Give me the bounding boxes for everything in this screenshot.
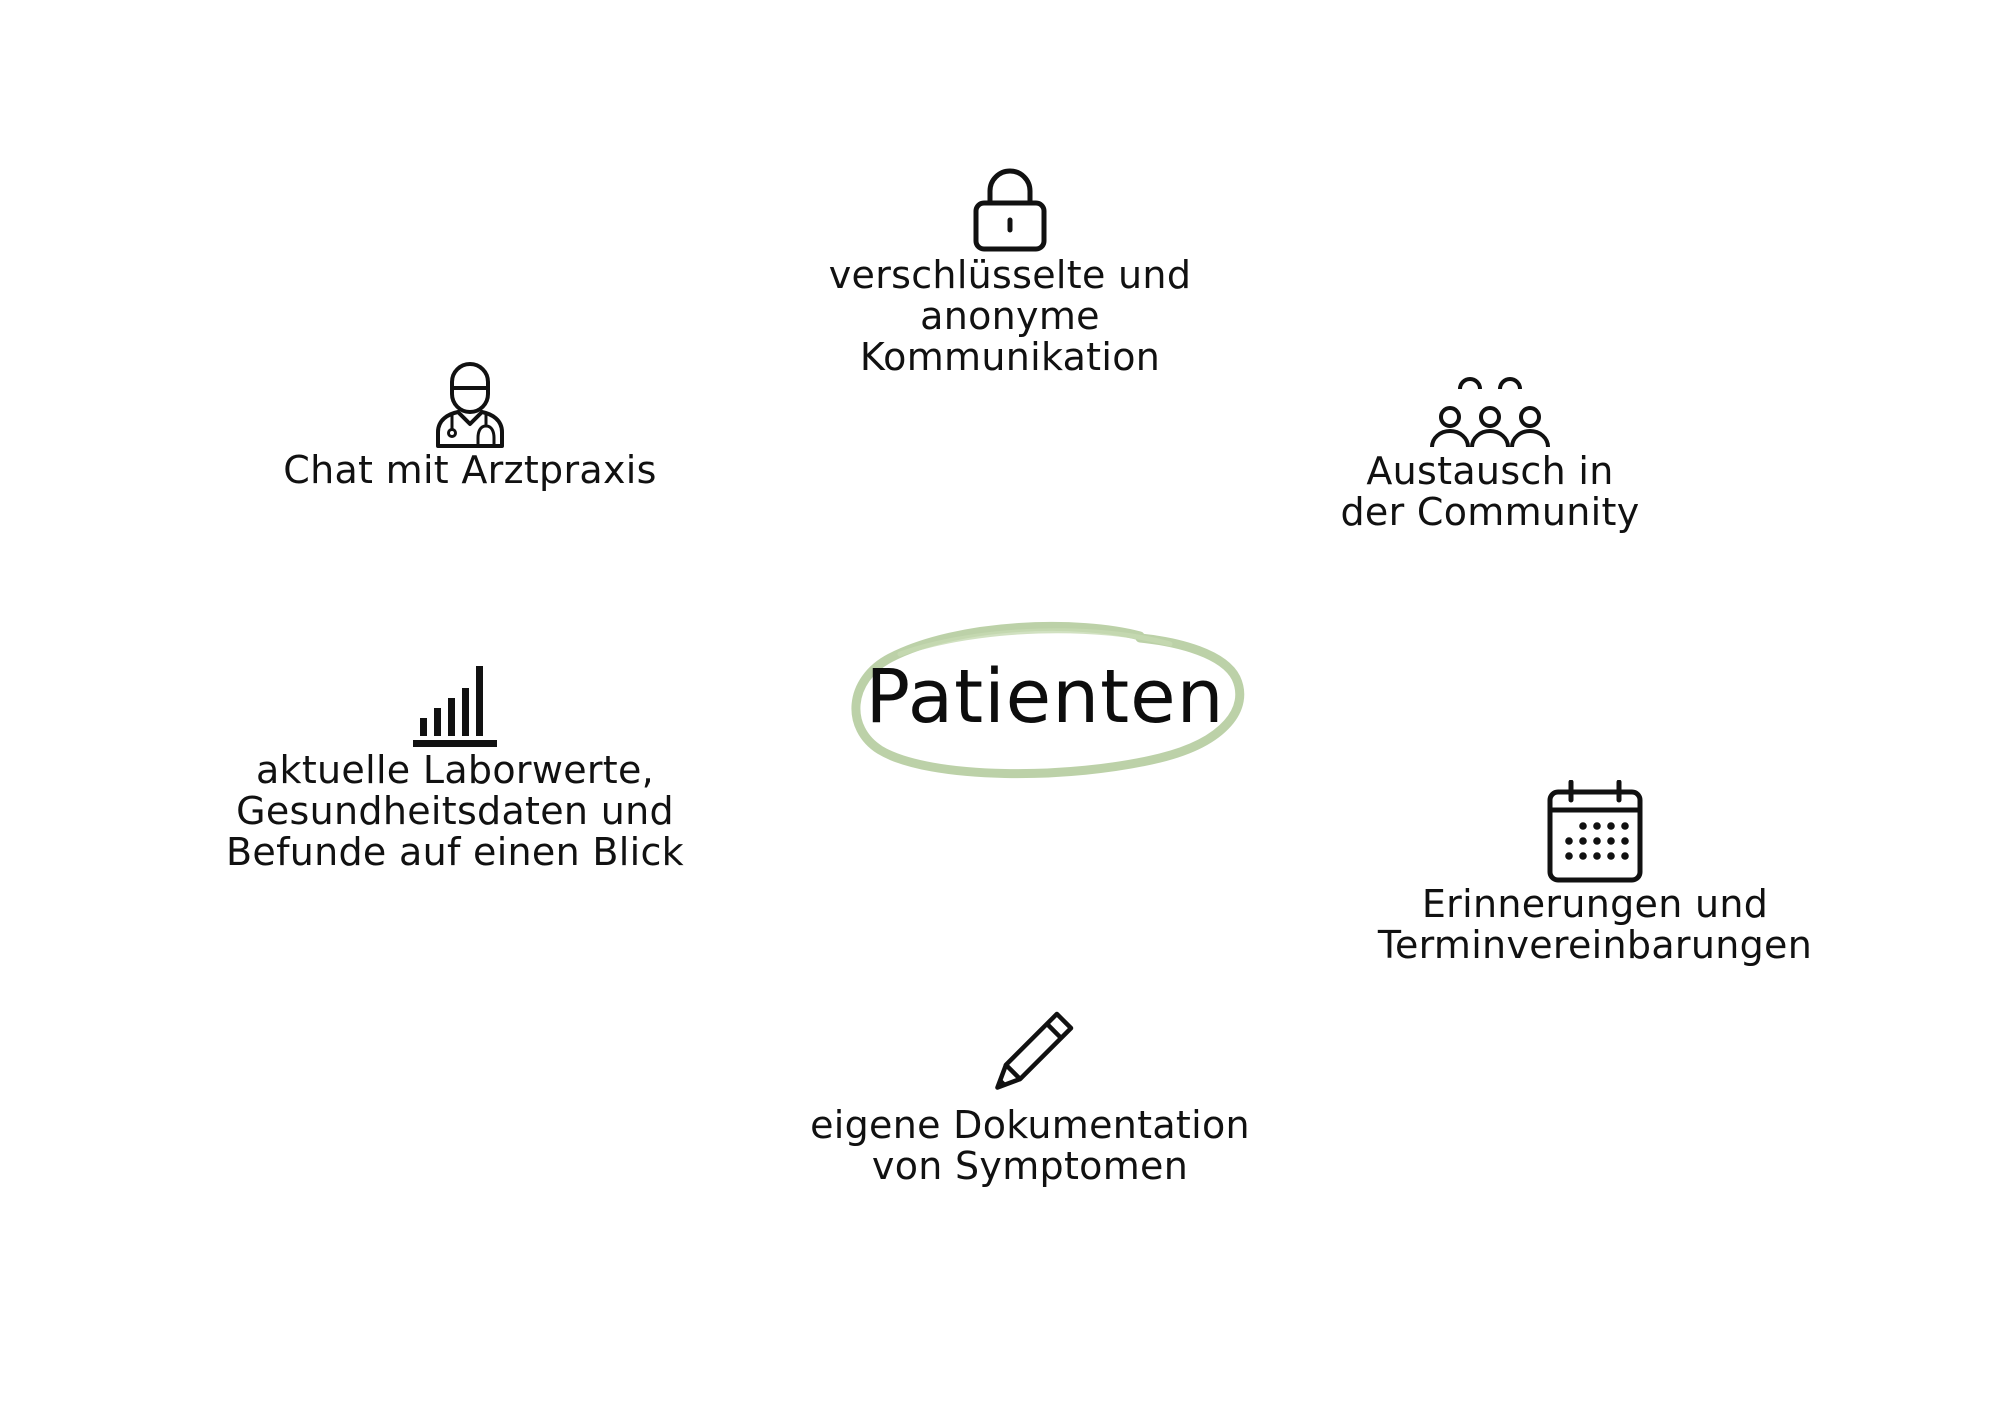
node-lab-label: aktuelle Laborwerte, Gesundheitsdaten un… xyxy=(226,748,684,874)
bar-chart-icon xyxy=(413,666,497,747)
node-reminders-label: Erinnerungen und Terminvereinbarungen xyxy=(1377,882,1813,967)
doctor-icon xyxy=(436,362,504,448)
node-chat-label: Chat mit Arztpraxis xyxy=(283,448,657,492)
center-title: Patienten xyxy=(865,654,1225,740)
node-security: verschlüsselte und anonyme Kommunikation xyxy=(810,165,1210,378)
lock-icon xyxy=(973,168,1047,252)
node-chat: Chat mit Arztpraxis xyxy=(270,360,670,491)
node-lab: aktuelle Laborwerte, Gesundheitsdaten un… xyxy=(215,660,695,873)
node-security-label: verschlüsselte und anonyme Kommunikation xyxy=(828,253,1192,379)
node-docs: eigene Dokumentation von Symptomen xyxy=(800,1005,1260,1187)
node-community: Austausch in der Community xyxy=(1320,375,1660,533)
center-node: Patienten xyxy=(840,618,1250,783)
node-reminders: Erinnerungen und Terminvereinbarungen xyxy=(1355,780,1835,966)
highlight-ring xyxy=(851,621,1245,779)
pencil-icon xyxy=(995,1011,1074,1090)
node-docs-label: eigene Dokumentation von Symptomen xyxy=(810,1103,1250,1188)
calendar-icon xyxy=(1547,780,1643,883)
node-community-label: Austausch in der Community xyxy=(1340,449,1640,534)
community-group-icon xyxy=(1430,377,1550,448)
